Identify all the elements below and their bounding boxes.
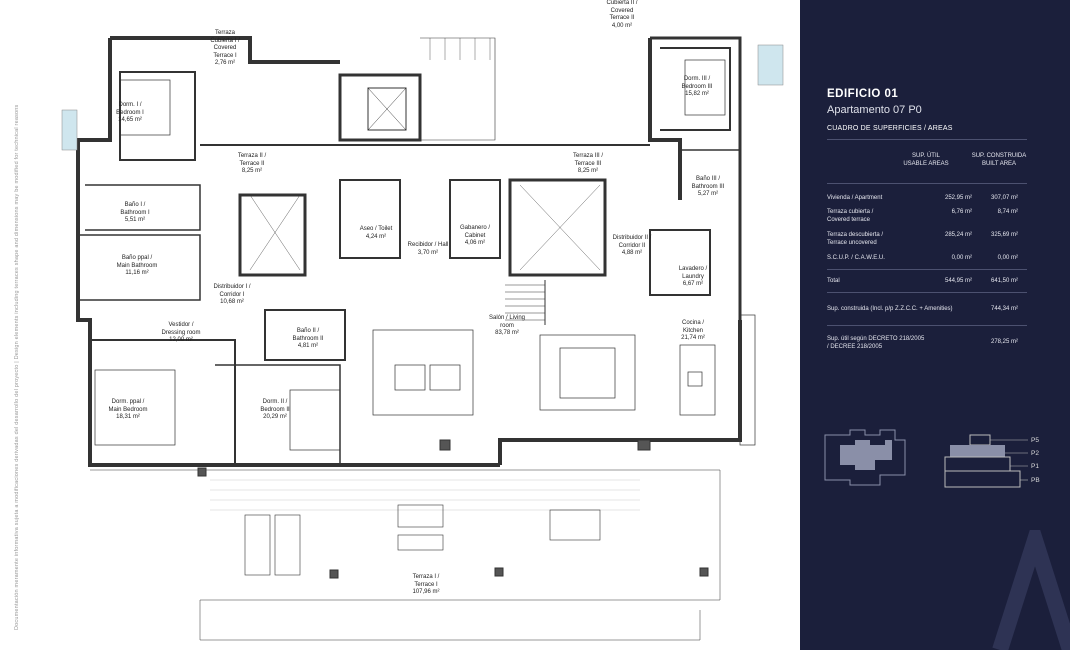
room-label-salon: Salón / Living room 83,78 m²	[488, 315, 526, 336]
room-label-distribuidor-ii: Distribuidor II / Corridor II 4,88 m²	[612, 235, 652, 256]
key-plan-icon	[824, 429, 906, 486]
divider	[827, 139, 1027, 140]
row-value: 744,34 m²	[990, 306, 1018, 312]
row-usable: 6,76 m²	[951, 209, 972, 215]
level-diagram-icon	[944, 434, 1028, 488]
divider	[827, 269, 1027, 270]
room-label-bano-ppal: Baño ppal / Main Bathroom 11,16 m²	[116, 255, 158, 276]
room-label-bano-iii: Baño III / Bathroom III 5,27 m²	[691, 176, 725, 197]
room-label-vestidor: Vestidor / Dressing room 12,00 m²	[161, 322, 201, 343]
room-label-bano-ii: Baño II / Bathroom II 4,81 m²	[292, 328, 324, 349]
room-label-dorm-ii: Dorm. II / Bedroom II 20,29 m²	[260, 399, 290, 420]
room-label-bano-i: Baño I / Bathroom I 5,51 m²	[120, 202, 150, 223]
room-label-terraza-i: Terraza I / Terrace I 107,96 m²	[412, 574, 440, 595]
row-usable: 0,00 m²	[951, 255, 972, 261]
level-label-p1: P1	[1031, 463, 1039, 470]
room-label-lavadero: Lavadero / Laundry 6,67 m²	[678, 266, 708, 287]
room-label-cubierta-ii: Cubierta II / Covered Terrace II 4,00 m²	[606, 0, 638, 29]
row-usable: 544,95 m²	[944, 278, 972, 284]
row-label: Total	[827, 278, 840, 284]
row-label: Terraza descubierta / Terrace uncovered	[827, 232, 884, 246]
building-title: EDIFICIO 01	[827, 88, 899, 100]
divider	[827, 325, 1027, 326]
room-label-dorm-iii: Dorm. III / Bedroom III 15,82 m²	[681, 76, 713, 97]
row-built: 325,69 m²	[990, 232, 1018, 238]
row-built: 307,07 m²	[990, 195, 1018, 201]
level-label-p5: P5	[1031, 437, 1039, 444]
brand-watermark-icon	[992, 530, 1070, 650]
row-label: Vivienda / Apartment	[827, 195, 883, 201]
row-label: Terraza cubierta / Covered terrace	[827, 209, 874, 223]
room-label-gabanero: Gabanero / Cabinet 4,06 m²	[459, 225, 491, 246]
room-label-aseo: Aseo / Toilet 4,24 m²	[359, 226, 393, 240]
row-label: S.C.U.P. / C.A.W.E.U.	[827, 255, 885, 261]
floor-plan-drawing	[61, 36, 784, 641]
floor-plan: Documentación meramente informativa suje…	[14, 0, 784, 641]
room-label-cocina: Cocina / Kitchen 21,74 m²	[681, 320, 705, 341]
row-built: 641,50 m²	[990, 278, 1018, 284]
apartment-subtitle: Apartamento 07 P0	[827, 104, 922, 116]
row-value: 278,25 m²	[990, 339, 1018, 345]
disclaimer-text: Documentación meramente informativa suje…	[14, 104, 20, 630]
areas-panel: EDIFICIO 01 Apartamento 07 P0 CUADRO DE …	[800, 0, 1070, 650]
row-label: Sup. útil según DECRETO 218/2005 / DECRE…	[827, 336, 925, 350]
row-usable: 252,95 m²	[944, 195, 972, 201]
room-label-terraza-iii: Terraza III / Terrace III 8,25 m²	[572, 153, 604, 174]
room-label-dorm-ppal: Dorm. ppal / Main Bedroom 18,31 m²	[108, 399, 148, 420]
divider	[827, 183, 1027, 184]
row-label: Sup. construida (Incl. p/p Z.Z.C.C. + Am…	[827, 306, 953, 312]
row-built: 8,74 m²	[997, 209, 1018, 215]
room-label-recibidor: Recibidor / Hall 3,70 m²	[407, 242, 449, 256]
row-usable: 285,24 m²	[944, 232, 972, 238]
built-area-header: SUP. CONSTRUIDA BUILT AREA	[971, 153, 1027, 167]
usable-area-header: SUP. ÚTIL USABLE AREAS	[903, 153, 949, 167]
divider	[827, 292, 1027, 293]
level-label-pb: PB	[1031, 477, 1040, 484]
level-label-p2: P2	[1031, 450, 1039, 457]
room-label-distribuidor-i: Distribuidor I / Corridor I 10,68 m²	[213, 284, 251, 305]
room-label-terraza-ii: Terraza II / Terrace II 8,25 m²	[237, 153, 267, 174]
room-label-dorm-i: Dorm. I / Bedroom I 14,65 m²	[116, 102, 144, 123]
areas-section-title: CUADRO DE SUPERFICIES / AREAS	[827, 125, 953, 132]
row-built: 0,00 m²	[997, 255, 1018, 261]
room-label-terraza-cubierta-i: Terraza Cubierta I / Covered Terrace I 2…	[210, 30, 240, 66]
